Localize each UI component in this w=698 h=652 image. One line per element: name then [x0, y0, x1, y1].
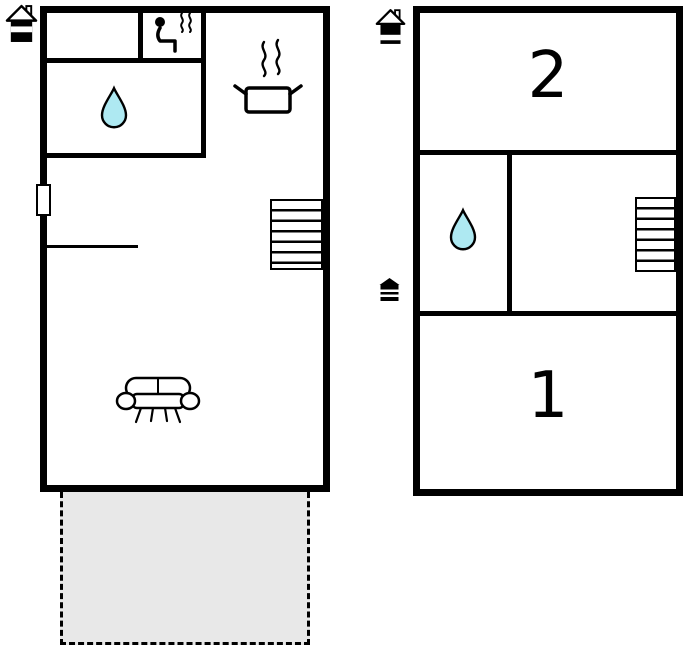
wall-horizontal-bathroom-bottom	[47, 153, 206, 158]
house-icon	[375, 7, 406, 48]
room-label-2: 2	[527, 39, 569, 113]
sauna-person-icon	[146, 9, 198, 55]
room-label-1: 1	[527, 359, 569, 433]
stairs-icon	[635, 197, 676, 272]
wall-horizontal-room1-top	[420, 311, 676, 316]
terrace-area	[60, 492, 310, 645]
stairs-icon	[270, 199, 323, 270]
water-drop-icon	[445, 206, 481, 258]
cooking-pot-icon	[232, 36, 304, 116]
water-drop-icon	[96, 84, 132, 136]
house-icon	[5, 3, 38, 46]
sofa-icon	[113, 372, 203, 430]
wall-horizontal-room2-bottom	[420, 150, 676, 155]
wall-horizontal-top-strip	[47, 58, 206, 63]
wall-stub-partition	[47, 245, 138, 248]
wall-vertical-sauna	[138, 6, 143, 63]
door-marker	[36, 184, 51, 216]
wall-vertical-bathroom-right	[507, 155, 512, 311]
wall-vertical-bathroom	[201, 6, 206, 158]
floor-indicator-icon	[377, 277, 402, 303]
